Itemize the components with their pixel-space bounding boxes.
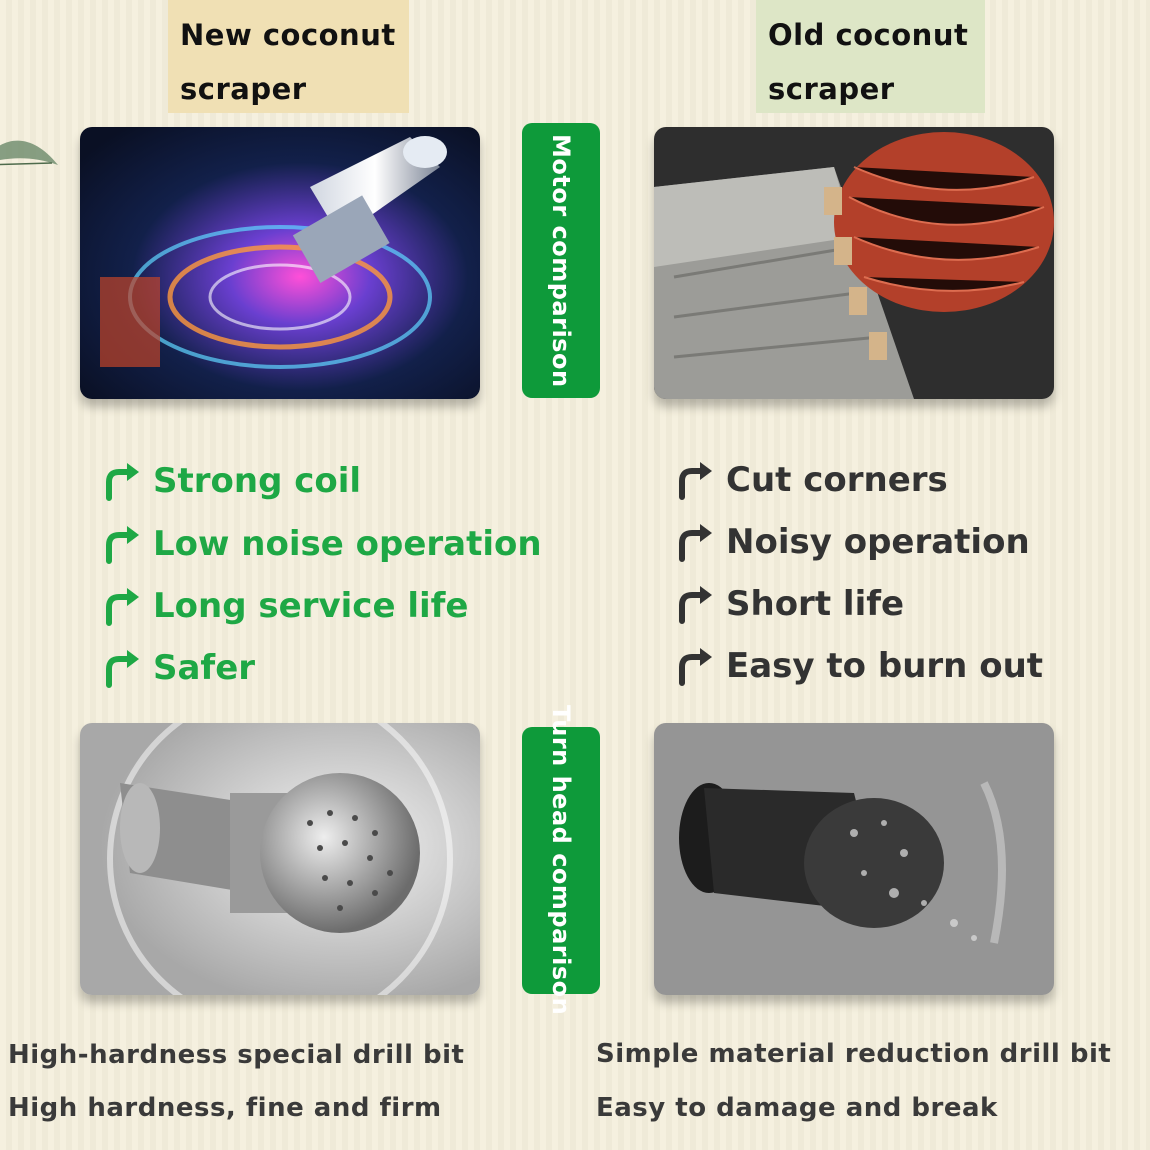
motor-comparison-label: Motor comparison xyxy=(547,133,575,388)
old-feature-item: Noisy operation xyxy=(668,519,1030,565)
new-drill-bit-image xyxy=(80,723,480,995)
curved-arrow-icon xyxy=(679,586,712,624)
turn-head-comparison-badge: Turn head comparison xyxy=(522,705,600,1016)
new-header-line-2: scraper xyxy=(180,72,307,106)
new-drill-caption-title: High-hardness special drill bit xyxy=(8,1040,465,1070)
new-feature-item: Long service life xyxy=(95,583,469,629)
old-drill-bit-image xyxy=(654,723,1054,995)
new-feature-item: Low noise operation xyxy=(95,521,542,567)
old-feature-label: Short life xyxy=(726,584,905,624)
new-feature-label: Safer xyxy=(153,648,256,688)
old-drill-caption-title: Simple material reduction drill bit xyxy=(596,1039,1112,1069)
old-feature-label: Easy to burn out xyxy=(726,646,1044,686)
curved-arrow-icon xyxy=(679,648,712,686)
new-feature-label: Long service life xyxy=(153,586,469,626)
motor-comparison-badge: Motor comparison xyxy=(522,123,600,398)
old-header-line-1: Old coconut xyxy=(768,18,969,52)
old-scraper-header: Old coconut scraper xyxy=(756,0,985,113)
old-drill-caption-desc: Easy to damage and break xyxy=(596,1093,998,1123)
new-header-line-1: New coconut xyxy=(180,18,396,52)
curved-arrow-icon xyxy=(106,463,139,501)
old-feature-item: Easy to burn out xyxy=(668,643,1043,689)
new-drill-caption-desc: High hardness, fine and firm xyxy=(8,1093,442,1123)
old-feature-label: Noisy operation xyxy=(726,522,1030,562)
curved-arrow-icon xyxy=(679,462,712,500)
curved-arrow-icon xyxy=(106,650,139,688)
new-motor-image xyxy=(80,127,480,399)
curved-arrow-icon xyxy=(106,526,139,564)
new-feature-item: Strong coil xyxy=(95,458,361,504)
old-motor-image xyxy=(654,127,1054,399)
leaf-icon xyxy=(0,140,58,166)
new-feature-label: Strong coil xyxy=(153,461,362,501)
old-header-line-2: scraper xyxy=(768,72,895,106)
old-feature-label: Cut corners xyxy=(726,460,948,500)
curved-arrow-icon xyxy=(679,524,712,562)
old-feature-item: Cut corners xyxy=(668,457,948,503)
new-feature-label: Low noise operation xyxy=(153,524,542,564)
turn-head-comparison-label: Turn head comparison xyxy=(547,705,575,1016)
new-feature-item: Safer xyxy=(95,645,255,691)
old-feature-item: Short life xyxy=(668,581,904,627)
new-scraper-header: New coconut scraper xyxy=(168,0,409,113)
curved-arrow-icon xyxy=(106,588,139,626)
